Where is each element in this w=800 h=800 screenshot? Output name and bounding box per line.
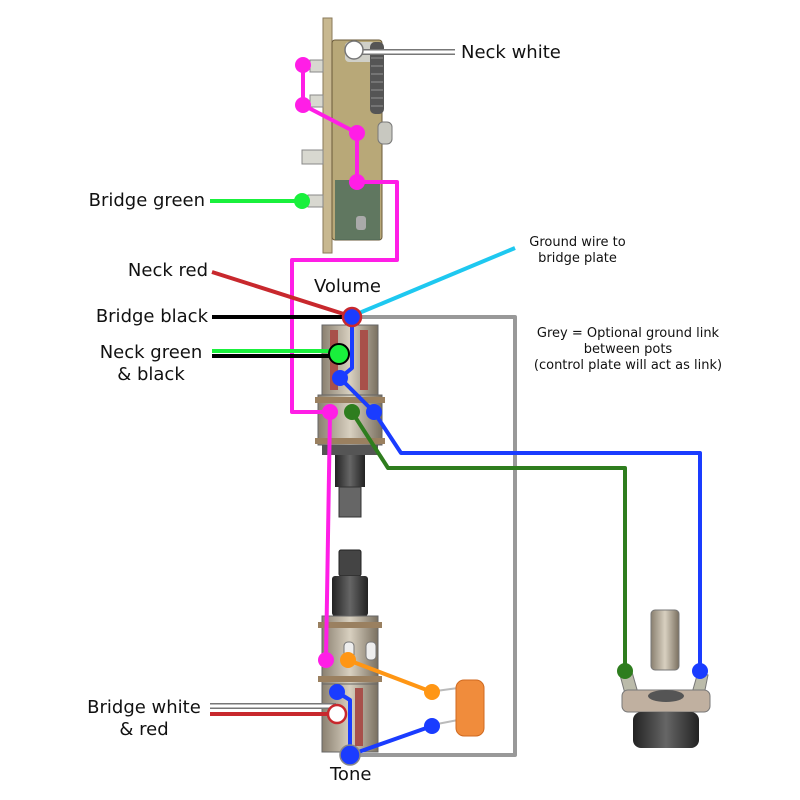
label-bridge-white-line1: Bridge white: [87, 697, 201, 718]
label-tone: Tone: [330, 764, 372, 785]
solder-points: [294, 40, 708, 766]
grey-ground-link-wire: [350, 315, 517, 757]
note-grey-line1: Grey = Optional ground link: [536, 326, 720, 341]
label-bridge-white-line2: & red: [119, 719, 169, 740]
pink-switch-jumper-wire: [301, 65, 359, 182]
note-grey-line2: between pots: [583, 342, 673, 357]
label-neck-green-black: Neck green & black: [86, 342, 216, 386]
pink-volume-to-tone-wire: [324, 411, 332, 661]
note-grey-link: Grey = Optional ground link between pots…: [518, 326, 738, 374]
blue-cap-to-ground-wire: [349, 724, 433, 757]
spring-icon: [370, 42, 384, 114]
label-neck-red: Neck red: [127, 260, 208, 281]
label-volume: Volume: [314, 276, 381, 297]
label-neck-green-line2: & black: [117, 364, 185, 385]
pink-switch-to-volume-wire: [290, 180, 399, 414]
ground-wire-to-bridge-plate: [351, 246, 516, 318]
label-bridge-green: Bridge green: [88, 190, 205, 211]
output-jack: [619, 609, 711, 748]
note-grey-line3: (control plate will act as link): [533, 358, 723, 373]
label-bridge-black: Bridge black: [95, 306, 208, 327]
label-neck-green-line1: Neck green: [99, 342, 203, 363]
orange-tone-to-cap-wire: [347, 658, 433, 694]
note-ground-wire-line2: bridge plate: [538, 251, 617, 266]
neck-red-wire: [211, 270, 351, 318]
blue-volume-to-jack-wire: [338, 376, 702, 671]
note-ground-wire: Ground wire to bridge plate: [505, 235, 650, 267]
label-bridge-white-red: Bridge white & red: [78, 697, 210, 741]
note-ground-wire-line1: Ground wire to: [529, 235, 626, 250]
label-neck-white: Neck white: [461, 42, 561, 63]
ground-volume-to-jack-wire: [350, 410, 627, 671]
